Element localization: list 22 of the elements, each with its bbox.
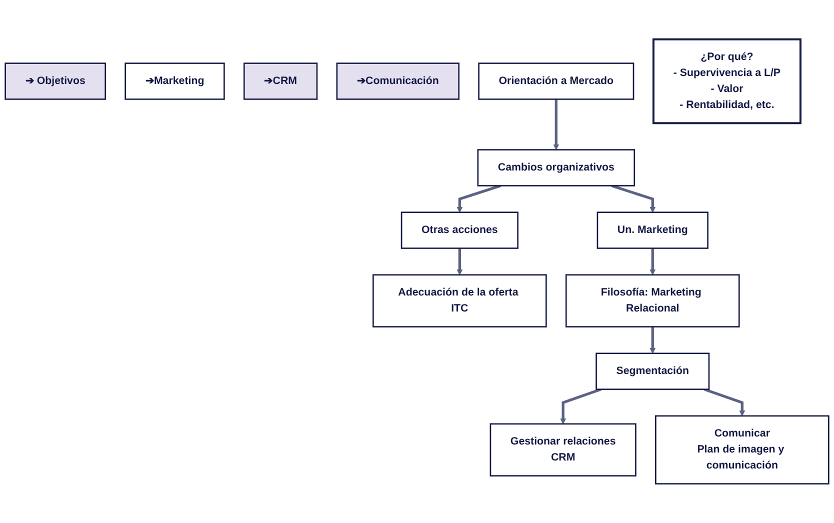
node-box: ➔ Objetivos <box>4 62 106 100</box>
node-box: Adecuación de la oferta ITC <box>372 274 547 328</box>
arrow <box>553 99 560 150</box>
node-box: ➔Marketing <box>124 62 225 100</box>
node-box: Filosofía: Marketing Relacional <box>565 274 740 328</box>
node-box: Cambios organizativos <box>477 149 636 186</box>
arrow <box>650 248 656 276</box>
arrow <box>611 184 656 213</box>
node-box: ➔Comunicación <box>336 62 460 100</box>
arrow <box>650 326 656 354</box>
node-box: Un. Marketing <box>596 212 708 249</box>
arrow <box>560 388 602 424</box>
arrow <box>456 184 502 213</box>
node-box: ¿Por qué? - Supervivencia a L/P - Valor - Rentabilidad, etc. <box>652 38 802 124</box>
node-box: Comunicar Plan de imagen y comunicación <box>655 415 830 484</box>
arrow <box>704 388 746 416</box>
node-box: Segmentación <box>596 352 710 390</box>
node-box: Gestionar relaciones CRM <box>490 423 636 476</box>
arrow <box>456 248 463 276</box>
node-box: ➔CRM <box>243 62 318 100</box>
node-box: Orientación a Mercado <box>478 62 634 100</box>
node-box: Otras acciones <box>400 212 518 249</box>
